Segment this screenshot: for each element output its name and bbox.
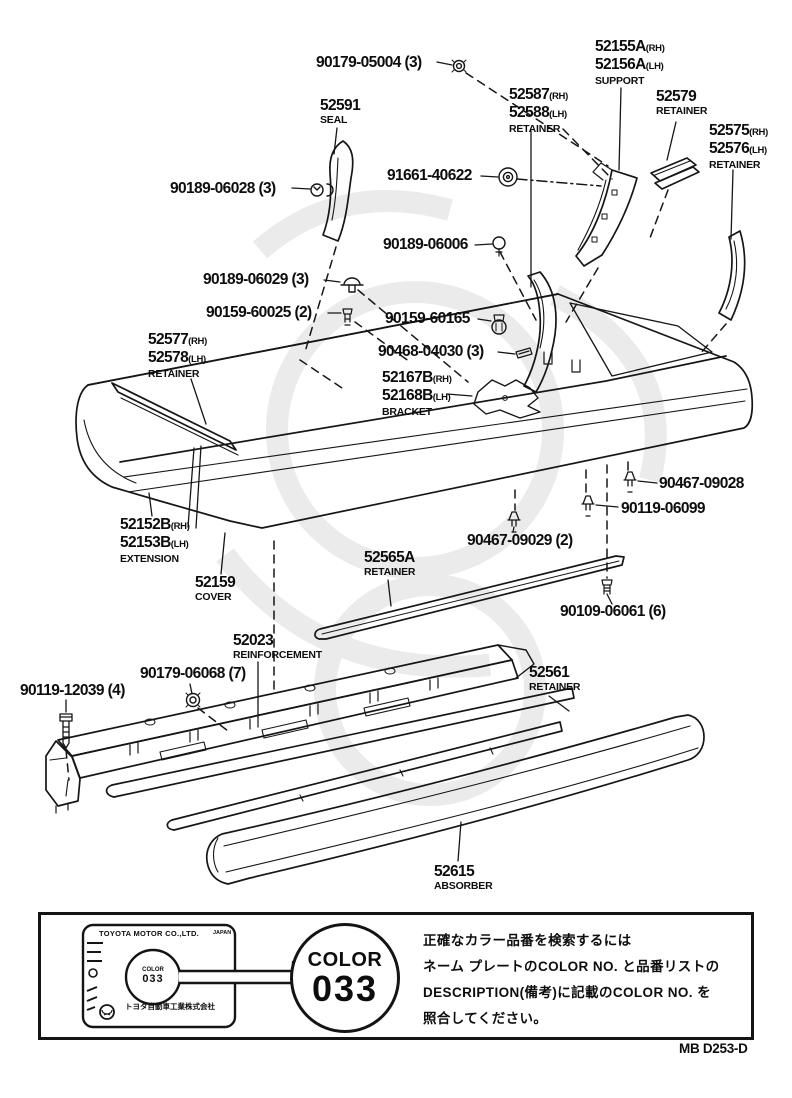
retainer-52577-art [111,382,239,456]
part-label-retainer-52565: 52565A RETAINER [364,549,416,578]
part-label-cover: 52159 COVER [195,574,236,603]
part-label-reinforcement: 52023 REINFORCEMENT [233,632,322,661]
pin-06099-icon [581,495,595,517]
retainer-52579-art [650,157,700,190]
color-reference-box: TOYOTA MOTOR CO.,LTD. JAPAN COLOR 033 トヨ… [38,912,754,1040]
retainer-52565-art [314,555,625,640]
part-label-retainer-52587: 52587(RH) 52588(LH) RETAINER [509,86,568,135]
clip-04030-icon [515,347,533,359]
part-label-bracket: 52167B(RH) 52168B(LH) BRACKET [382,369,452,418]
part-label-seal: 52591 SEAL [320,97,361,126]
clip-06029-icon [340,277,364,293]
part-label-retainer-52579: 52579 RETAINER [656,88,708,117]
fastener-label-90179-05004: 90179-05004 (3) [316,54,422,71]
fastener-label-90159-60165: 90159-60165 [385,310,470,327]
fastener-label-90179-06068: 90179-06068 (7) [140,665,246,682]
explode-lines [65,72,727,781]
fastener-label-90109-06061: 90109-06061 (6) [560,603,666,620]
color-note-line: 照合してください。 [423,1011,548,1026]
nut-05004-icon [451,59,467,73]
seal-part-art [322,140,354,242]
color-badge-value: 033 [311,968,379,1009]
pin-09028-icon [623,471,637,493]
screw-06061-icon [601,579,613,595]
page-code: MB D253-D [679,1041,748,1056]
plate-color-text: COLOR 033 [142,967,164,985]
fastener-label-90189-06028: 90189-06028 (3) [170,180,276,197]
plate-country-text: JAPAN [213,930,232,936]
absorber-art [205,714,705,885]
retainer-strip-art [105,687,575,831]
nut-06068-icon [185,692,201,708]
color-note-line: DESCRIPTION(備考)に記載のCOLOR NO. を [423,985,711,1000]
color-badge-label: COLOR [307,949,383,971]
clip-06028-icon [310,183,334,197]
color-note-line: ネーム プレートのCOLOR NO. と品番リストの [423,959,720,974]
fastener-label-90468-04030: 90468-04030 (3) [378,343,484,360]
pin-09029-icon [507,511,521,533]
plate-company-text: トヨタ自動車工業株式会社 [125,1002,215,1011]
clip-06006-icon [492,236,506,257]
maker-logo-detail [101,1009,113,1016]
retainer-52575-art [718,230,746,321]
color-note: 正確なカラー品番を検索するには ネーム プレートのCOLOR NO. と品番リス… [423,928,753,1032]
fastener-label-90467-09029: 90467-09029 (2) [467,532,573,549]
part-label-retainer-52561: 52561 RETAINER [529,664,581,693]
bracket-art [473,379,541,419]
fastener-label-90189-06006: 90189-06006 [383,236,468,253]
leader-lines [65,61,734,862]
fastener-label-91661-40622: 91661-40622 [387,167,472,184]
part-label-support: 52155A(RH) 52156A(LH) SUPPORT [595,38,665,87]
bumper-cover-art [75,293,754,529]
fastener-label-90189-06029: 90189-06029 (3) [203,271,309,288]
fastener-label-90467-09028: 90467-09028 [659,475,744,492]
screw-60165-icon [491,314,507,335]
plate-maker-text: TOYOTA MOTOR CO.,LTD. [99,929,200,938]
part-label-absorber: 52615 ABSORBER [434,863,493,892]
bolt-40622-icon [498,167,518,187]
part-label-retainer-52575: 52575(RH) 52576(LH) RETAINER [709,122,768,171]
fastener-label-90119-12039: 90119-12039 (4) [20,682,125,699]
screw-60025-icon [342,308,353,326]
support-part-art [575,162,638,267]
maker-logo-icon [99,1004,115,1020]
part-label-retainer-52577: 52577(RH) 52578(LH) RETAINER [148,331,207,380]
color-badge: COLOR 033 [290,923,400,1033]
fastener-label-90159-60025: 90159-60025 (2) [206,304,312,321]
reinforcement-art [45,644,535,814]
color-note-line: 正確なカラー品番を検索するには [423,933,632,948]
part-label-extension: 52152B(RH) 52153B(LH) EXTENSION [120,516,190,565]
bolt-12039-icon [59,713,73,749]
fastener-label-90119-06099: 90119-06099 [621,500,706,517]
fastener-glyphs [59,59,637,749]
